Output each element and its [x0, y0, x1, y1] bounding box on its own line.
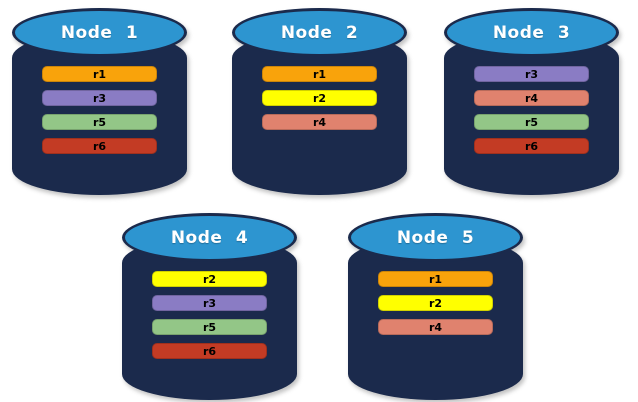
replica-bar-r6: r6 [42, 138, 157, 154]
replica-bar-r2: r2 [152, 271, 267, 287]
cylinder-body [122, 237, 297, 400]
cylinder-top-ellipse: Node 3 [444, 8, 619, 57]
database-node-1: Node 1 r1 r3 r5 r6 [12, 8, 187, 195]
replica-bar-r4: r4 [474, 90, 589, 106]
cylinder-body [348, 237, 523, 400]
cylinder-top-ellipse: Node 4 [122, 213, 297, 262]
node-1-bars: r1 r3 r5 r6 [42, 66, 157, 154]
replica-bar-r2: r2 [378, 295, 493, 311]
node-title: Node 4 [170, 227, 249, 248]
replica-bar-r4: r4 [262, 114, 377, 130]
node-3-bars: r3 r4 r5 r6 [474, 66, 589, 154]
replica-bar-r5: r5 [474, 114, 589, 130]
node-2-bars: r1 r2 r4 [262, 66, 377, 130]
cylinder-top-ellipse: Node 2 [232, 8, 407, 57]
replica-bar-r5: r5 [42, 114, 157, 130]
node-4-bars: r2 r3 r5 r6 [152, 271, 267, 359]
cylinder-body [232, 32, 407, 195]
replica-bar-r3: r3 [152, 295, 267, 311]
node-5-bars: r1 r2 r4 [378, 271, 493, 335]
node-title: Node 1 [60, 22, 139, 43]
replica-bar-r6: r6 [152, 343, 267, 359]
database-node-5: Node 5 r1 r2 r4 [348, 213, 523, 400]
cylinder-top-ellipse: Node 5 [348, 213, 523, 262]
node-title: Node 2 [280, 22, 359, 43]
node-title: Node 3 [492, 22, 571, 43]
cylinder-top-ellipse: Node 1 [12, 8, 187, 57]
database-node-3: Node 3 r3 r4 r5 r6 [444, 8, 619, 195]
replica-bar-r3: r3 [42, 90, 157, 106]
cylinder-body [12, 32, 187, 195]
replica-bar-r3: r3 [474, 66, 589, 82]
database-node-4: Node 4 r2 r3 r5 r6 [122, 213, 297, 400]
database-node-2: Node 2 r1 r2 r4 [232, 8, 407, 195]
replica-bar-r5: r5 [152, 319, 267, 335]
replica-bar-r6: r6 [474, 138, 589, 154]
replica-bar-r4: r4 [378, 319, 493, 335]
node-title: Node 5 [396, 227, 475, 248]
replica-bar-r1: r1 [42, 66, 157, 82]
replica-bar-r2: r2 [262, 90, 377, 106]
cylinder-body [444, 32, 619, 195]
replica-bar-r1: r1 [378, 271, 493, 287]
replica-bar-r1: r1 [262, 66, 377, 82]
